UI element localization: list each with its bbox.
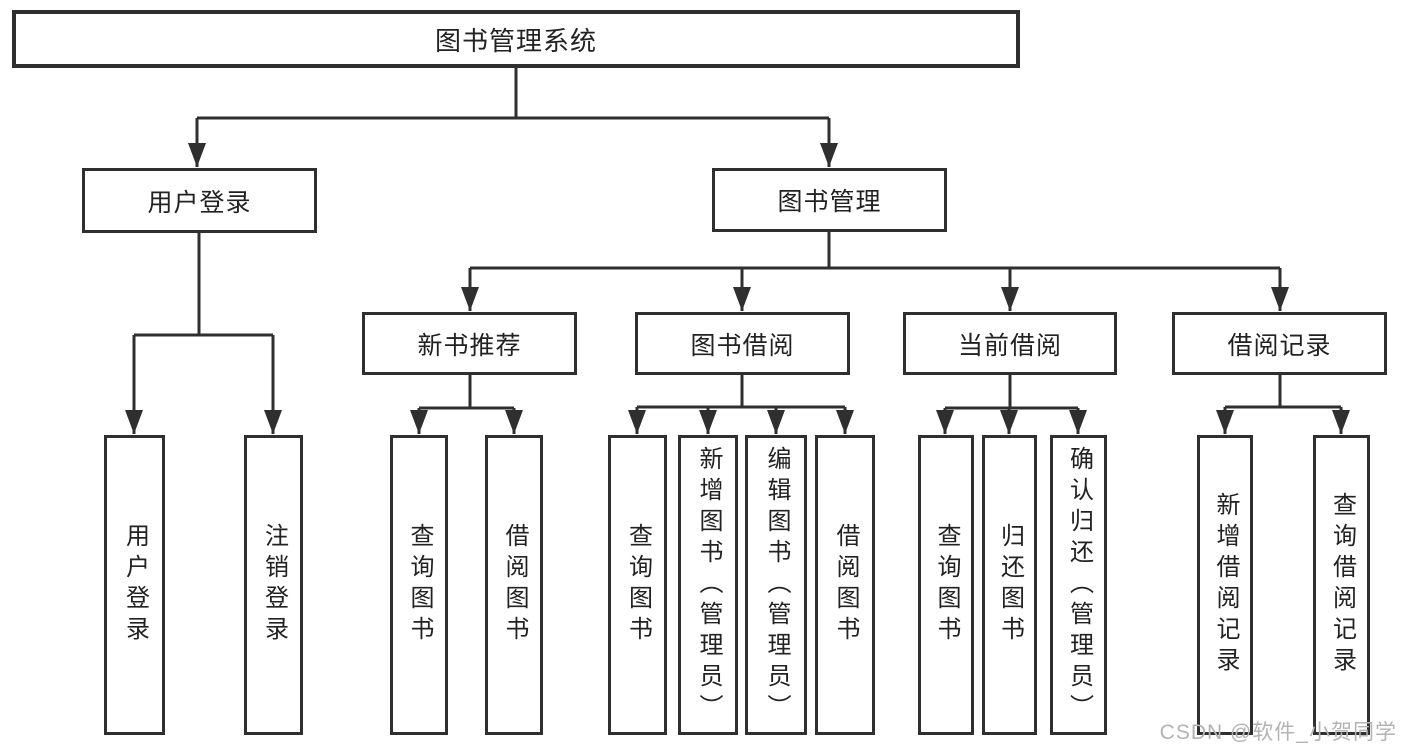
node-current-borrowing-label: 当前借阅 bbox=[957, 331, 1062, 360]
leaf-query-books-recommend: 查询图书 bbox=[390, 435, 448, 735]
node-borrowing-records-label: 借阅记录 bbox=[1227, 331, 1332, 360]
leaf-borrow-books-recommend: 借阅图书 bbox=[485, 435, 543, 735]
leaf-logout: 注销登录 bbox=[244, 435, 303, 735]
node-user-login: 用户登录 bbox=[82, 168, 317, 233]
node-root-system-label: 图书管理系统 bbox=[434, 25, 597, 56]
leaf-add-borrow-record: 新增借阅记录 bbox=[1197, 435, 1253, 735]
leaf-logout-label: 注销登录 bbox=[260, 523, 288, 647]
connector-book-borrow-to-leaves bbox=[628, 375, 854, 434]
node-current-borrowing: 当前借阅 bbox=[903, 312, 1117, 375]
connector-book-mgmt-to-level3 bbox=[461, 232, 1289, 311]
leaf-query-borrow-record: 查询借阅记录 bbox=[1313, 435, 1370, 735]
leaf-confirm-return-admin: 确认归还（管理员） bbox=[1050, 435, 1107, 735]
node-book-management: 图书管理 bbox=[712, 168, 947, 232]
connector-root-to-level2 bbox=[188, 68, 838, 167]
leaf-borrow-books-recommend-label: 借阅图书 bbox=[501, 523, 528, 647]
node-book-borrowing: 图书借阅 bbox=[635, 312, 850, 375]
leaf-borrow-books-label: 借阅图书 bbox=[832, 523, 859, 647]
leaf-user-login: 用户登录 bbox=[104, 435, 165, 735]
leaf-edit-books-admin-label: 编辑图书（管理员） bbox=[763, 445, 790, 725]
leaf-confirm-return-admin-label: 确认归还（管理员） bbox=[1065, 445, 1093, 725]
leaf-borrow-books: 借阅图书 bbox=[815, 435, 875, 735]
leaf-query-books-current-label: 查询图书 bbox=[933, 523, 960, 647]
node-new-book-recommend-label: 新书推荐 bbox=[417, 331, 522, 360]
node-book-management-label: 图书管理 bbox=[777, 188, 882, 216]
leaf-add-books-admin: 新增图书（管理员） bbox=[678, 435, 738, 735]
node-new-book-recommend: 新书推荐 bbox=[362, 312, 577, 375]
leaf-add-borrow-record-label: 新增借阅记录 bbox=[1212, 492, 1239, 678]
connector-user-login-to-leaves bbox=[125, 233, 282, 434]
leaf-edit-books-admin: 编辑图书（管理员） bbox=[745, 435, 807, 735]
node-book-borrowing-label: 图书借阅 bbox=[690, 331, 795, 360]
connector-new-books-to-leaves bbox=[410, 375, 523, 434]
connector-borrow-records-to-leaves bbox=[1216, 375, 1350, 434]
leaf-query-borrow-record-label: 查询借阅记录 bbox=[1328, 492, 1356, 678]
connector-current-borrow-to-leaves bbox=[936, 375, 1087, 434]
leaf-query-books-current: 查询图书 bbox=[918, 435, 974, 735]
leaf-query-books-label: 查询图书 bbox=[624, 523, 652, 647]
leaf-user-login-label: 用户登录 bbox=[121, 523, 149, 647]
leaf-return-books: 归还图书 bbox=[982, 435, 1037, 735]
node-borrowing-records: 借阅记录 bbox=[1172, 312, 1387, 375]
node-root-system: 图书管理系统 bbox=[12, 10, 1020, 68]
leaf-return-books-label: 归还图书 bbox=[996, 523, 1024, 647]
node-user-login-label: 用户登录 bbox=[147, 188, 252, 217]
leaf-query-books: 查询图书 bbox=[608, 435, 667, 735]
leaf-query-books-recommend-label: 查询图书 bbox=[406, 523, 433, 647]
leaf-add-books-admin-label: 新增图书（管理员） bbox=[695, 445, 722, 725]
